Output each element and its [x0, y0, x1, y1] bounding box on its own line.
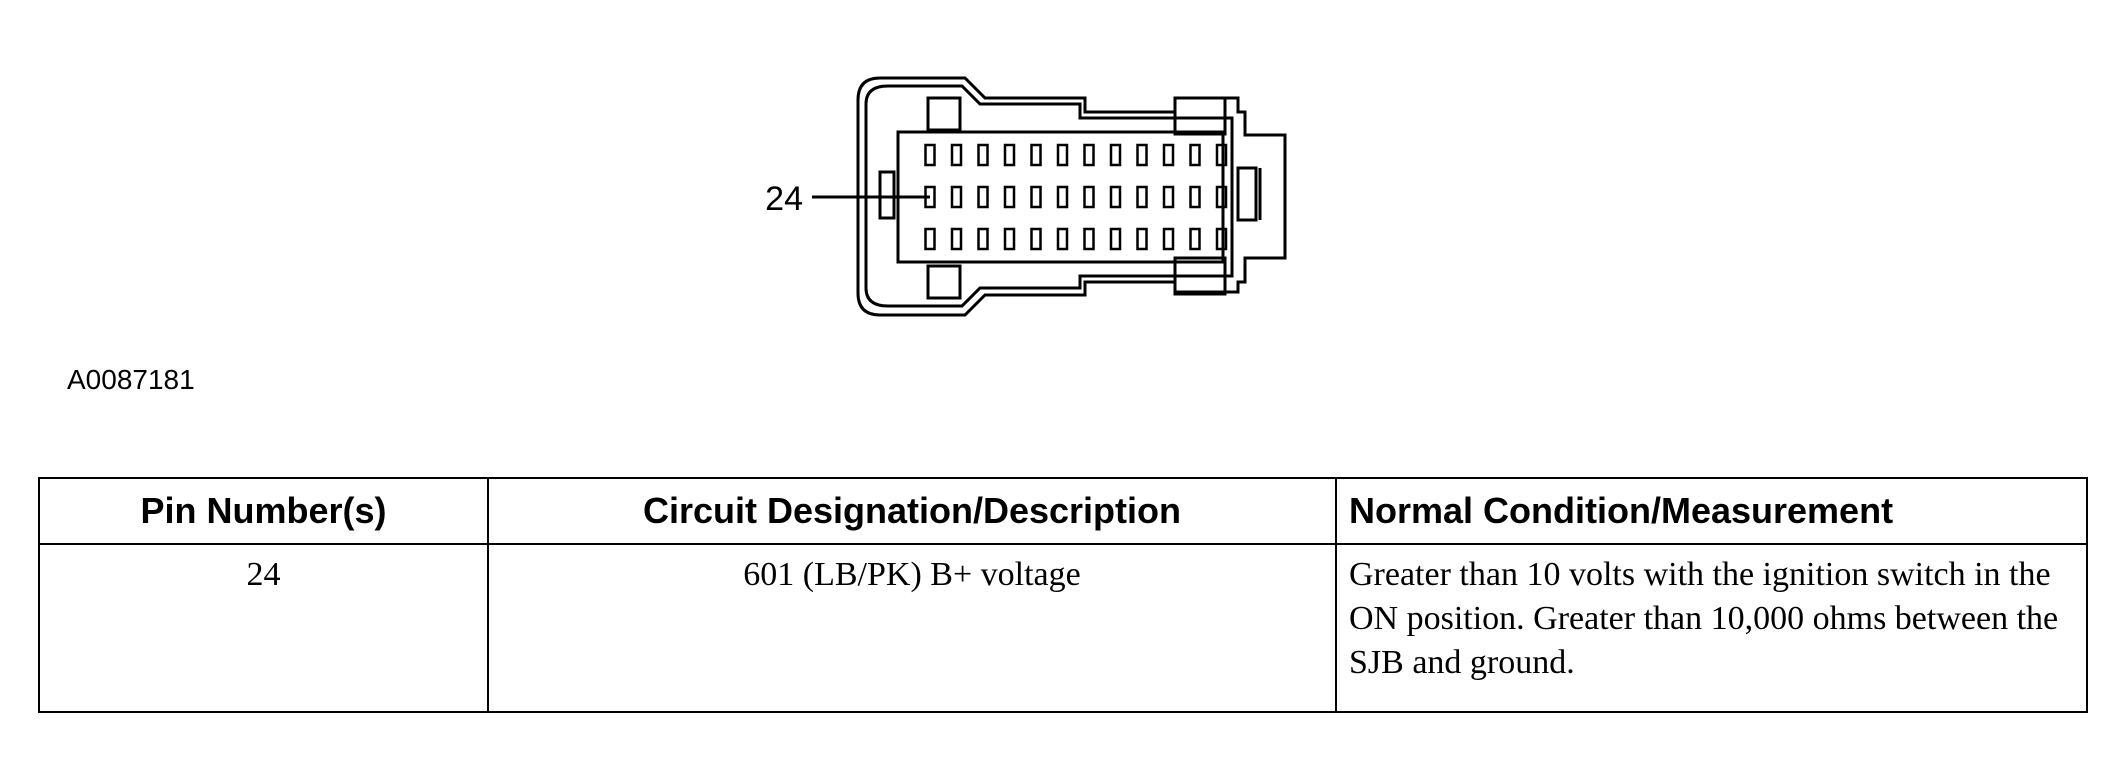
pin-24-callout: 24 [765, 180, 803, 218]
header-circuit: Circuit Designation/Description [487, 477, 1337, 545]
pin-cavity [1215, 227, 1228, 251]
pin-cavity [1030, 227, 1042, 251]
pin-cavity [1189, 227, 1201, 251]
bottom-latch [926, 264, 962, 300]
header-pin-numbers: Pin Number(s) [38, 477, 489, 545]
pin-cavity [1083, 185, 1095, 209]
pin-cavity [1136, 143, 1148, 167]
pin-cavity [1109, 143, 1122, 167]
pin-grid [924, 143, 1228, 251]
pin-cavity [1162, 227, 1175, 251]
side-slot [1236, 166, 1258, 222]
pin-cavity [924, 143, 936, 167]
cell-measurement: Greater than 10 volts with the ignition … [1335, 543, 2088, 713]
figure-id: A0087181 [67, 364, 195, 395]
pin-cavity [1136, 185, 1148, 209]
connector-housing-outline [856, 76, 1287, 317]
left-notch [878, 170, 896, 220]
right-tab-bottom [1173, 256, 1227, 296]
pin-cavity [1109, 227, 1122, 251]
pin-cavity [1215, 185, 1228, 209]
pin-cavity [1109, 185, 1122, 209]
pin-cavity [950, 143, 963, 167]
pin-cavity [950, 227, 963, 251]
top-latch [926, 96, 962, 132]
pin-cavity [1003, 185, 1016, 209]
pin-cavity [1056, 185, 1069, 209]
pin-cavity [977, 143, 989, 167]
pin-cavity [1189, 185, 1201, 209]
pin-cavity [1083, 227, 1095, 251]
table-header-row: Pin Number(s) Circuit Designation/Descri… [38, 477, 2088, 545]
pin-cavity [1056, 143, 1069, 167]
pin-cavity [1215, 143, 1228, 167]
pin-table: Pin Number(s) Circuit Designation/Descri… [38, 477, 2088, 713]
connector-inner-outline [864, 84, 1234, 308]
pin-cavity [950, 185, 963, 209]
pin-cavity [1030, 185, 1042, 209]
pin-cavity [1083, 143, 1095, 167]
right-tab-top [1173, 96, 1227, 136]
pin-cavity [1162, 143, 1175, 167]
pin-cavity [1003, 143, 1016, 167]
pin-cavity [1030, 143, 1042, 167]
pin-cavity [977, 227, 989, 251]
table-row: 24 601 (LB/PK) B+ voltage Greater than 1… [38, 543, 2088, 713]
cell-circuit: 601 (LB/PK) B+ voltage [487, 543, 1337, 713]
pin-cavity [1162, 185, 1175, 209]
pin-cavity [924, 227, 936, 251]
pin-cavity [977, 185, 989, 209]
pin-cavity [1003, 227, 1016, 251]
cell-pin: 24 [38, 543, 489, 713]
pin-cavity [1189, 143, 1201, 167]
pin-cavity [1136, 227, 1148, 251]
header-measurement: Normal Condition/Measurement [1335, 477, 2088, 545]
pin-cavity [1056, 227, 1069, 251]
connector-diagram: 24 [765, 76, 1287, 317]
